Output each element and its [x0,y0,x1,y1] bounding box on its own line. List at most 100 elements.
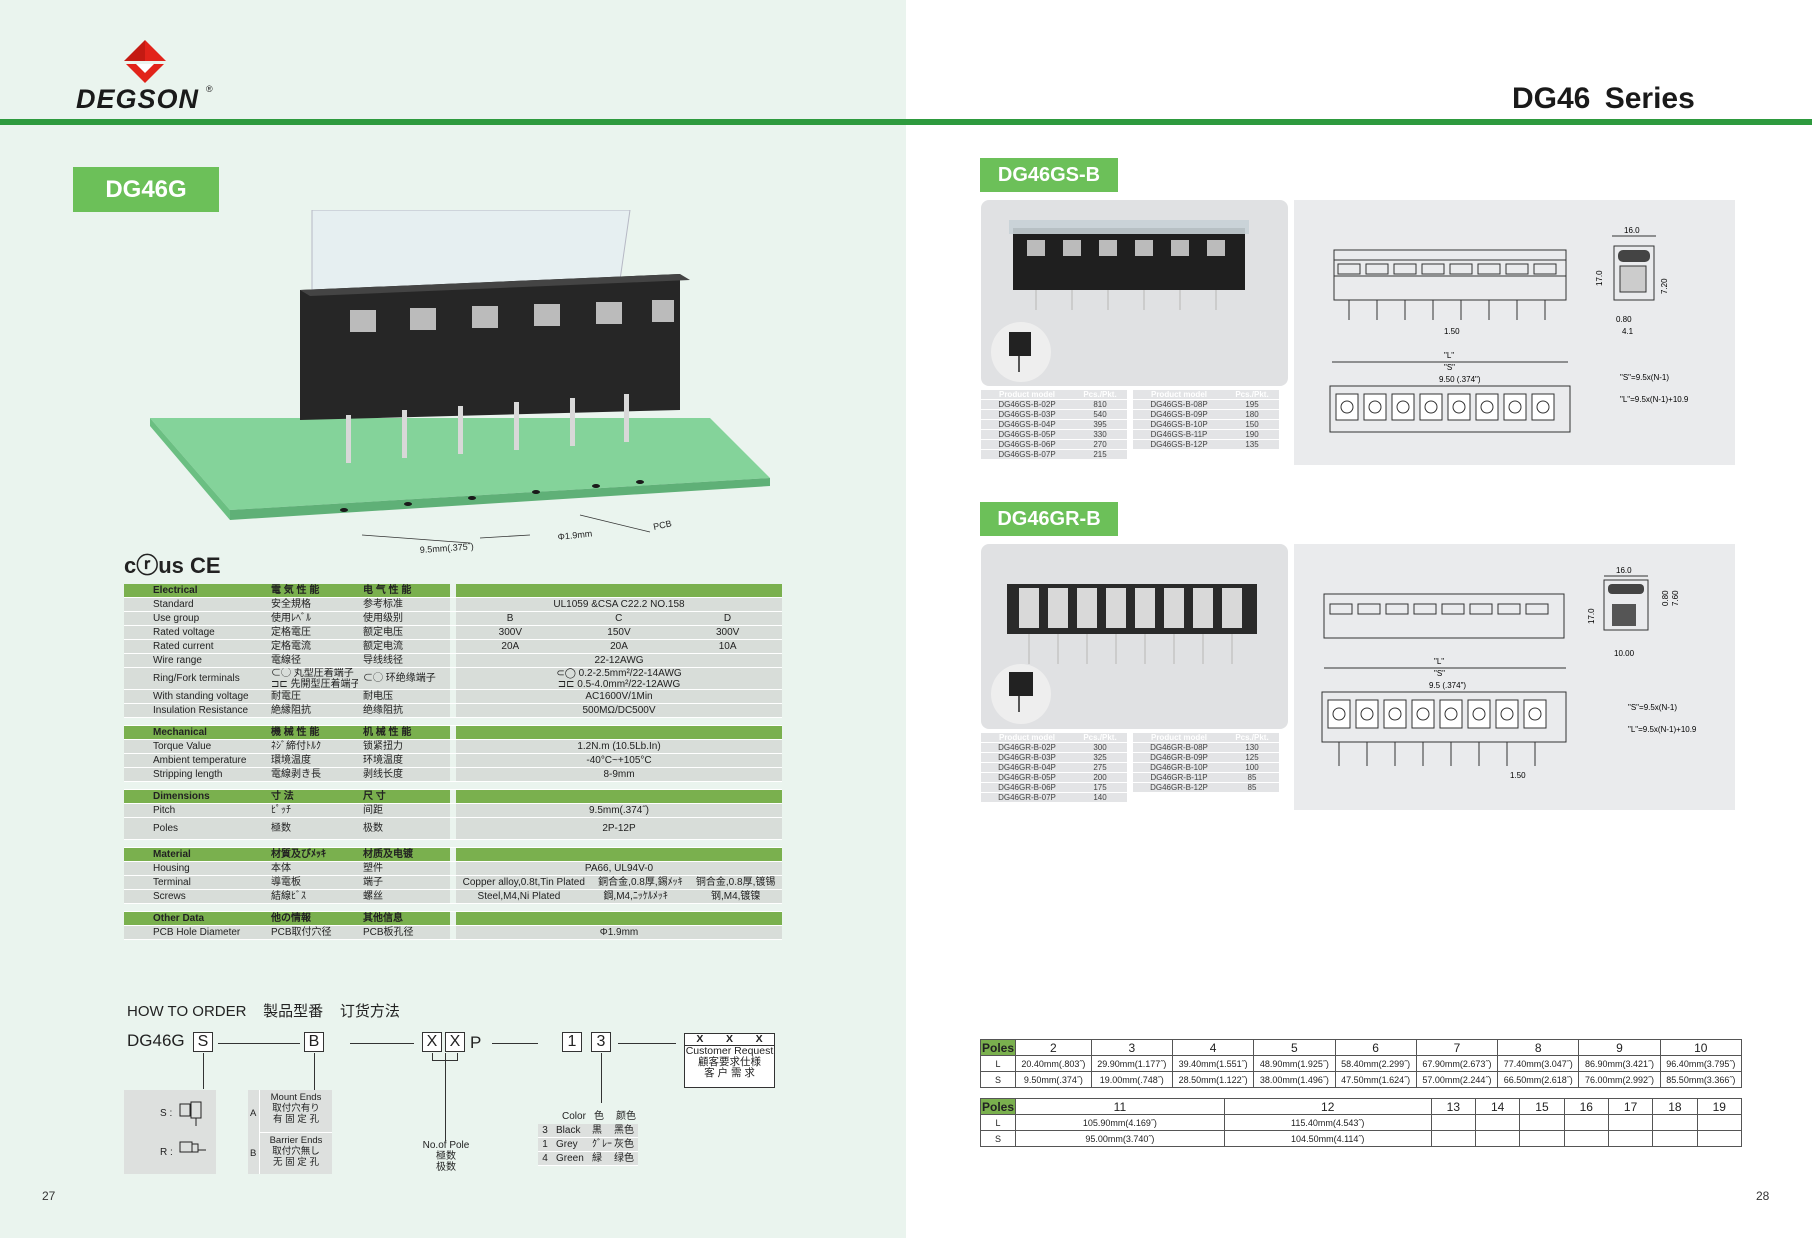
dimension-cell: 20.40mm(.803˝) [1015,1055,1092,1072]
dimension-cell: 14 [1475,1098,1521,1115]
gr-dimension-drawing: 16.0 17.0 0.80 7.60 10.00 "L" "S" 9.5 (.… [1294,544,1735,810]
end-key-col [248,1090,260,1174]
spec-label-cn: 螺丝 [358,890,450,903]
spec-label-en: Housing [124,862,266,875]
color-code: 3 [542,1125,548,1136]
packing-qty: 175 [1073,783,1127,793]
dimension-cell: 95.00mm(3.740˝) [1015,1130,1225,1147]
certification-marks: cⓡus CE [124,553,221,578]
spec-value-col: 300V [498,627,522,638]
pole-code-box-1: X [422,1032,442,1052]
dimension-cell: 105.90mm(4.169˝) [1015,1114,1225,1131]
spec-label-cn: 导线线径 [358,654,450,667]
spec-value-col: 300V [715,627,740,638]
packing-header-qty: Pcs./Pkt. [1225,733,1279,743]
packing-model: DG46GS-B-11P [1133,430,1225,440]
logo-mark-icon [124,40,166,83]
packing-header-qty: Pcs./Pkt. [1073,390,1127,400]
spec-label-jp: ⊂◯ 丸型圧着端子⊐⊏ 先開型圧着端子 [266,668,358,689]
spec-label-jp: 環境温度 [266,754,358,767]
spec-label-en: Pitch [124,804,266,817]
packing-qty: 85 [1225,773,1279,783]
spec-value-text: AC1600V/1Min [585,691,653,702]
spec-value [456,726,782,739]
gr-section-title: DG46GR-B [980,502,1118,536]
spec-label-cn: PCB板孔径 [358,926,450,939]
dimension-cell [1652,1130,1698,1147]
spec-label-en: PCB Hole Diameter [124,926,266,939]
spec-label-en: Torque Value [124,740,266,753]
dimension-cell: 16 [1563,1098,1609,1115]
end-key-b: B [250,1148,257,1159]
packing-model: DG46GS-B-10P [1133,420,1225,430]
packing-model: DG46GR-B-06P [981,783,1073,793]
dimension-cell [1607,1130,1654,1147]
packing-header-model: Product model [981,390,1073,400]
gs-dim-a: 0.80 [1616,315,1632,324]
spec-label-jp: 本体 [266,862,358,875]
spec-label-jp: 他の情報 [266,912,358,925]
dimension-cell: 18 [1652,1098,1698,1115]
dimension-cell: 9 [1578,1039,1661,1056]
packing-qty: 270 [1073,440,1127,450]
spec-value-col: D [723,613,732,624]
page-number-right: 28 [1756,1189,1770,1203]
color-name-jp: 黒 [592,1125,602,1136]
header-rule-left [0,119,906,125]
x-mark: X [725,1033,733,1045]
gs-formula-l: "L"=9.5x(N-1)+10.9 [1620,395,1689,404]
packing-qty: 200 [1073,773,1127,783]
spec-value: UL1059 &CSA C22.2 NO.158 [456,598,782,611]
spec-value: 500MΩ/DC500V [456,704,782,717]
gr-height-label: 17.0 [1587,608,1596,624]
dimension-cell: 12 [1223,1098,1432,1115]
code-dash [492,1043,538,1044]
spec-label-jp: 耐電圧 [266,690,358,703]
spec-value-text: 2P-12P [602,823,636,834]
gr-formula-s: "S"=9.5x(N-1) [1628,703,1677,712]
packing-model: DG46GR-B-04P [981,763,1073,773]
order-title-row: HOW TO ORDER 製品型番 订货方法 [127,1000,400,1021]
spec-label-cn: 参考标准 [358,598,450,611]
barrier-ends-en: Barrier Ends [269,1135,323,1146]
gr-dim-b: 10.00 [1614,649,1635,658]
pole-count-jp: 極数 [436,1151,456,1162]
packing-qty: 190 [1225,430,1279,440]
dimension-row-label: S [979,1071,1017,1088]
mount-type-panel: S : R : [124,1090,216,1174]
packing-qty: 300 [1073,743,1127,753]
color-name-en: Green [556,1153,584,1164]
order-title: HOW TO ORDER [127,1003,247,1020]
dimension-cell: 2 [1015,1039,1092,1056]
color-header-cn: 颜色 [616,1111,636,1122]
code-dash [618,1043,676,1044]
spec-row: Ring/Fork terminals⊂◯ 丸型圧着端子⊐⊏ 先開型圧着端子⊂◯… [124,668,782,690]
spec-value-text: 8-9mm [603,769,635,780]
spec-label-cn: 其他信息 [358,912,450,925]
dimension-cell: 47.50mm(1.624˝) [1334,1071,1417,1088]
spec-label-jp: 極数 [266,818,358,839]
leader-line [445,1053,446,1141]
spec-gap [124,718,782,726]
hole-callout: Φ1.9mm [557,528,593,542]
spec-label-en: Mechanical [124,726,266,739]
packing-model: DG46GR-B-11P [1133,773,1225,783]
